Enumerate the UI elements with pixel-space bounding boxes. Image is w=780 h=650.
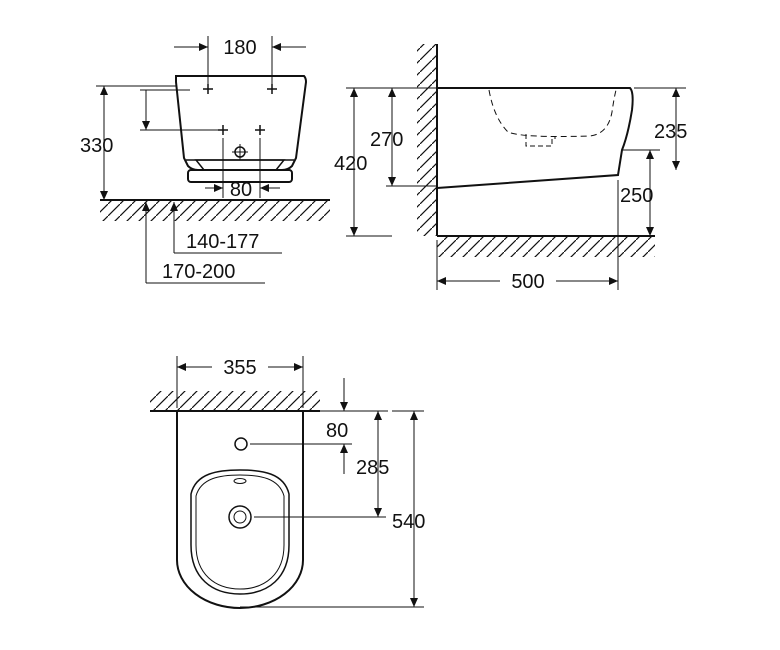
dim-bottom-height-label: 250	[620, 185, 653, 207]
side-view-floor	[437, 235, 655, 257]
top-view: 355 80 285 540	[150, 356, 425, 609]
front-view: 180 330 140-177 170-200	[80, 36, 330, 284]
dim-hole-offset-label: 80	[326, 420, 348, 442]
front-view-fixing-holes	[203, 84, 277, 160]
top-view-wall	[150, 391, 320, 412]
side-view: 420 270 235 250	[334, 44, 687, 293]
dim-height-label: 330	[80, 135, 113, 157]
front-view-bidet-outline	[174, 75, 308, 183]
side-view-bidet-outline	[436, 87, 634, 189]
dim-width-top	[174, 36, 306, 88]
dim-bottom-height	[646, 150, 654, 236]
side-view-wall	[417, 44, 438, 236]
dim-inner-height-label: 270	[370, 129, 403, 151]
dim-top-height-label: 235	[654, 121, 687, 143]
dim-width-label: 355	[223, 357, 256, 379]
front-view-wall-hatch	[100, 199, 330, 221]
fixing-hole-icon	[255, 125, 265, 135]
dim-center-offset-label: 285	[356, 457, 389, 479]
tap-hole-icon	[234, 437, 248, 451]
dim-spacing-bottom-label: 80	[230, 179, 252, 201]
overflow-icon	[233, 478, 247, 484]
drain-icon	[228, 505, 252, 529]
dim-width	[176, 356, 304, 408]
dim-fixing-leaders	[140, 89, 282, 284]
dim-depth-label: 500	[511, 271, 544, 293]
dim-top-height	[622, 87, 686, 170]
top-view-bidet-outline	[176, 412, 304, 609]
dim-length	[240, 410, 424, 608]
dim-range-b-label: 170-200	[162, 261, 235, 283]
dim-width-top-label: 180	[223, 37, 256, 59]
dim-spacing-bottom	[205, 138, 280, 198]
dim-range-a-label: 140-177	[186, 231, 259, 253]
dim-center-offset	[254, 410, 388, 518]
dim-hole-offset	[250, 378, 352, 474]
dim-height	[96, 85, 176, 200]
dim-depth	[436, 180, 619, 290]
dim-outer-height-label: 420	[334, 153, 367, 175]
dim-inner-height	[386, 88, 437, 187]
dim-length-label: 540	[392, 511, 425, 533]
